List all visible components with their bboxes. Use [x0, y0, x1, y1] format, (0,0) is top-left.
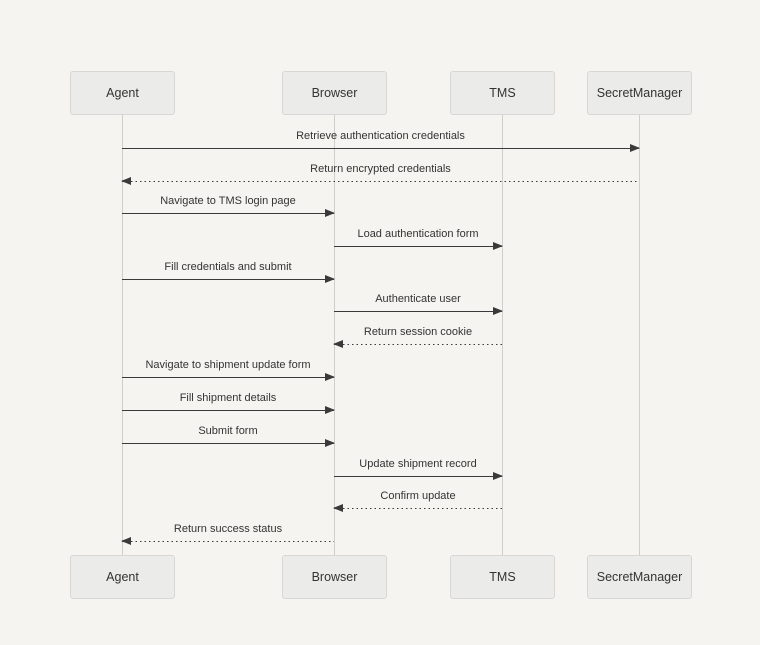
participant-label: SecretManager [596, 86, 683, 100]
participant-label: Agent [106, 570, 139, 584]
participant-box-tms-top: TMS [450, 71, 555, 115]
message-label: Submit form [198, 425, 258, 437]
participant-label: TMS [489, 86, 516, 100]
message-line [122, 147, 639, 149]
lifeline-browser [334, 115, 335, 555]
message-line [334, 343, 502, 345]
arrowhead-right-icon [325, 275, 335, 283]
message-line [334, 245, 502, 247]
msg-update-shipment-record: Update shipment record [334, 455, 503, 480]
message-line [122, 409, 334, 411]
participant-label: Browser [311, 86, 358, 100]
message-label: Fill credentials and submit [164, 261, 292, 273]
message-line [334, 475, 502, 477]
participant-label: TMS [489, 570, 516, 584]
message-line [122, 278, 334, 280]
message-label: Fill shipment details [179, 392, 277, 404]
message-line [122, 376, 334, 378]
participant-box-agent-top: Agent [70, 71, 175, 115]
arrowhead-right-icon [493, 307, 503, 315]
message-label: Authenticate user [375, 293, 461, 305]
arrowhead-left-icon [333, 340, 343, 348]
arrowhead-left-icon [121, 537, 131, 545]
message-line [122, 540, 334, 542]
message-label: Load authentication form [357, 228, 479, 240]
message-label: Navigate to shipment update form [145, 359, 311, 371]
arrowhead-left-icon [333, 504, 343, 512]
participant-box-secretmanager-top: SecretManager [587, 71, 692, 115]
message-label: Return success status [173, 523, 283, 535]
msg-navigate-to-shipment-update-form: Navigate to shipment update form [122, 356, 335, 381]
lifeline-secretmanager [639, 115, 640, 555]
participant-box-tms-bottom: TMS [450, 555, 555, 599]
participant-box-browser-top: Browser [282, 71, 387, 115]
message-label: Confirm update [380, 490, 456, 502]
msg-return-session-cookie: Return session cookie [333, 323, 502, 348]
msg-fill-shipment-details: Fill shipment details [122, 389, 335, 414]
arrowhead-right-icon [493, 242, 503, 250]
msg-authenticate-user: Authenticate user [334, 290, 503, 315]
participant-box-browser-bottom: Browser [282, 555, 387, 599]
arrowhead-right-icon [325, 373, 335, 381]
msg-navigate-to-tms-login-page: Navigate to TMS login page [122, 192, 335, 217]
message-line [122, 442, 334, 444]
message-label: Return session cookie [363, 326, 473, 338]
lifeline-agent [122, 115, 123, 555]
msg-return-encrypted-credentials: Return encrypted credentials [121, 160, 639, 185]
msg-retrieve-authentication-credentials: Retrieve authentication credentials [122, 127, 640, 152]
arrowhead-right-icon [630, 144, 640, 152]
msg-submit-form: Submit form [122, 422, 335, 447]
arrowhead-right-icon [493, 472, 503, 480]
participant-label: SecretManager [596, 570, 683, 584]
arrowhead-right-icon [325, 406, 335, 414]
msg-return-success-status: Return success status [121, 520, 334, 545]
message-line [122, 212, 334, 214]
msg-load-authentication-form: Load authentication form [334, 225, 503, 250]
message-line [122, 180, 639, 182]
msg-confirm-update: Confirm update [333, 487, 502, 512]
participant-box-agent-bottom: Agent [70, 555, 175, 599]
arrowhead-right-icon [325, 439, 335, 447]
participant-label: Browser [311, 570, 358, 584]
message-label: Navigate to TMS login page [160, 195, 296, 207]
arrowhead-right-icon [325, 209, 335, 217]
message-label: Retrieve authentication credentials [296, 130, 465, 142]
arrowhead-left-icon [121, 177, 131, 185]
message-label: Update shipment record [359, 458, 477, 470]
msg-fill-credentials-and-submit: Fill credentials and submit [122, 258, 335, 283]
message-line [334, 507, 502, 509]
participant-box-secretmanager-bottom: SecretManager [587, 555, 692, 599]
message-label: Return encrypted credentials [310, 163, 451, 175]
message-line [334, 310, 502, 312]
lifeline-tms [502, 115, 503, 555]
participant-label: Agent [106, 86, 139, 100]
